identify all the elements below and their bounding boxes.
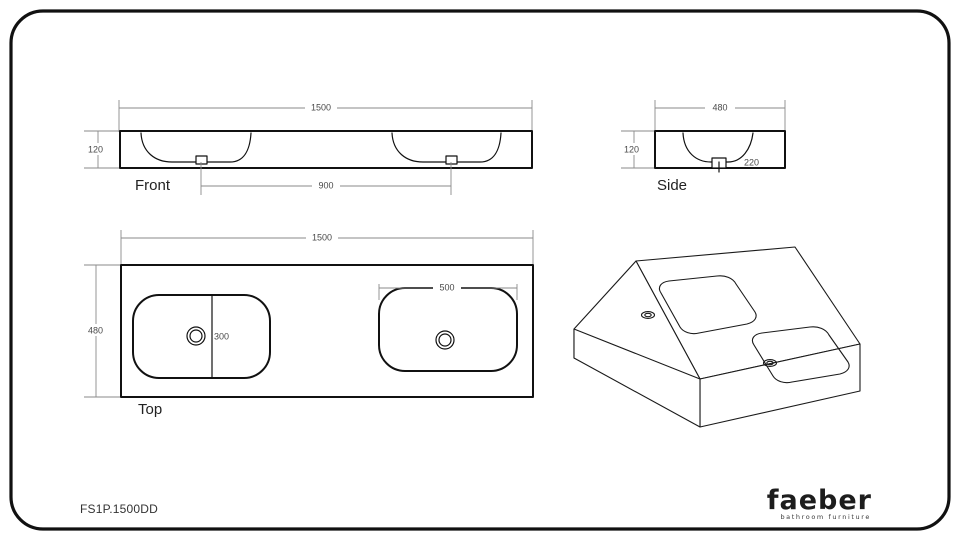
top-basin-right-length-value: 500: [439, 282, 454, 292]
top-dim-basin-right: 500: [378, 282, 518, 300]
side-bowl-width-value: 220: [744, 157, 759, 167]
top-depth-value: 480: [88, 325, 103, 335]
top-drain-right-outer: [435, 330, 455, 350]
front-drain-right: [445, 155, 458, 165]
side-height-value: 120: [624, 144, 639, 154]
top-drain-left-outer: [186, 326, 206, 346]
iso-recess-left: [658, 275, 757, 335]
side-dim-depth: 480: [654, 100, 786, 132]
front-view-label: Front: [135, 177, 171, 194]
iso-recess-right: [751, 326, 850, 384]
isometric-clean: [573, 246, 861, 428]
iso-drainhole-left-in: [644, 312, 652, 318]
brand-logo: faeber bathroom furniture: [767, 485, 872, 521]
front-dim-spacing: 900: [200, 162, 452, 195]
top-dim-depth: 480: [84, 264, 124, 398]
side-view-label: Side: [657, 177, 687, 194]
side-depth-value: 480: [712, 102, 727, 112]
top-view: 1500 480 300: [84, 230, 534, 418]
front-view: 1500 120: [84, 100, 533, 195]
side-dim-height: 120: [621, 130, 659, 169]
side-view: 480 120 220 Side: [621, 100, 786, 194]
front-height-value: 120: [88, 144, 103, 154]
front-width-value: 1500: [311, 102, 331, 112]
sheet-border: [9, 9, 951, 531]
iso-drainhole-right: [762, 359, 778, 367]
top-dim-width: 1500: [120, 230, 534, 266]
part-code: FS1P.1500DD: [80, 502, 158, 516]
front-dim-width: 1500: [118, 100, 533, 132]
top-basin-right: [378, 287, 518, 372]
front-spacing-value: 900: [318, 180, 333, 190]
front-dim-height: 120: [84, 130, 124, 169]
top-drain-left-inner: [189, 329, 203, 343]
top-basin-left-length-value: 300: [214, 331, 229, 341]
iso-side-left: [573, 328, 701, 428]
iso-drainhole-left: [640, 311, 656, 319]
logo-tagline: bathroom furniture: [780, 513, 871, 521]
top-width-value: 1500: [312, 232, 332, 242]
logo-wordmark: faeber: [767, 485, 872, 516]
top-drain-right-inner: [438, 333, 452, 347]
top-view-label: Top: [138, 401, 162, 418]
front-drain-left: [195, 155, 208, 165]
iso-drainhole-right-in: [766, 360, 774, 366]
